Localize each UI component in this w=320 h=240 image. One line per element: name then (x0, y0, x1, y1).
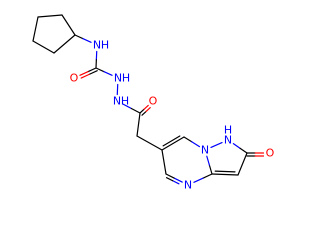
single-bond-r2-n_bridge (191, 141, 201, 148)
atom-label-o_acyl: O (149, 95, 158, 108)
single-bond-c_fused-n_ring (202, 173, 213, 179)
double-bond-n_ring-r3-second-line (166, 177, 174, 182)
double-bond-c_ring5-c_fused (211, 173, 239, 176)
single-bond-n_bridge-n_h (210, 141, 223, 149)
single-bond-c_urea-n_hydrazide1 (95, 67, 105, 73)
single-bond-r3-r1 (161, 149, 167, 175)
double-bond-n_ring-r3-second-line (172, 180, 180, 185)
double-bond-r1-r2 (161, 136, 185, 151)
single-bond-r2-n_bridge (183, 136, 193, 143)
hydrogen-label-n_h: H (224, 124, 232, 137)
single-bond-cp3-cp4 (32, 16, 39, 42)
single-bond-cp1-cp2 (61, 14, 76, 36)
double-bond-c_acyl-o_acyl (139, 108, 145, 114)
atom-label-n_ring: N (184, 179, 192, 192)
double-bond-c_urea-o_urea-second-line (80, 73, 90, 79)
single-bond-n_h-c_oxo (232, 143, 241, 149)
single-bond-c_fused-n_ring (193, 177, 204, 183)
single-bond-c_fused-n_bridge (206, 155, 211, 166)
single-bond-cp1-n_amide (74, 34, 84, 40)
single-bond-c_acyl-c_methylene (136, 112, 141, 137)
double-bond-c_acyl-o_acyl (143, 104, 149, 110)
single-bond-cp5-cp1 (53, 34, 76, 54)
atom-label-o_urea: O (70, 72, 79, 85)
double-bond-n_ring-r3 (173, 177, 183, 183)
atom-label-n_h: N (224, 134, 232, 147)
single-bond-c_oxo-c_ring5 (237, 152, 248, 176)
single-bond-n_hydrazide2-c_acyl (122, 103, 132, 110)
atom-label-n_bridge: N (201, 144, 209, 157)
atom-label-o_oxo: O (266, 147, 275, 160)
double-bond-c_ring5-c_fused-second-line (214, 170, 236, 173)
atom-label-n_amide: N (93, 39, 101, 52)
double-bond-r1-r2-second-line (162, 135, 181, 147)
bond-layer (32, 14, 265, 185)
single-bond-cp4-cp5 (32, 40, 55, 54)
double-bond-c_urea-o_urea (87, 67, 97, 73)
single-bond-c_fused-n_bridge (208, 164, 213, 175)
double-bond-c_urea-o_urea (79, 71, 89, 76)
single-bond-cp2-cp3 (37, 14, 63, 18)
single-bond-cp1-n_amide (82, 38, 92, 43)
hydrogen-label-n_amide: H (101, 39, 109, 52)
double-bond-n_ring-r3 (165, 173, 175, 179)
double-bond-c_urea-o_urea-second-line (88, 70, 98, 75)
double-bond-c_acyl-o_acyl-second-line (145, 107, 151, 113)
single-bond-n_hydrazide2-c_acyl (130, 107, 141, 114)
single-bond-n_h-c_oxo (239, 147, 248, 154)
hydrogen-label-n_hydrazide1: H (122, 72, 130, 85)
double-bond-c_acyl-o_acyl-second-line (141, 110, 147, 116)
single-bond-c_urea-n_hydrazide1 (103, 71, 113, 76)
hydrogen-label-n_hydrazide2: H (121, 95, 129, 108)
atom-label-n_hydrazide2: N (113, 95, 121, 108)
atom-label-n_hydrazide1: N (114, 72, 122, 85)
single-bond-c_methylene-r1 (136, 135, 163, 151)
